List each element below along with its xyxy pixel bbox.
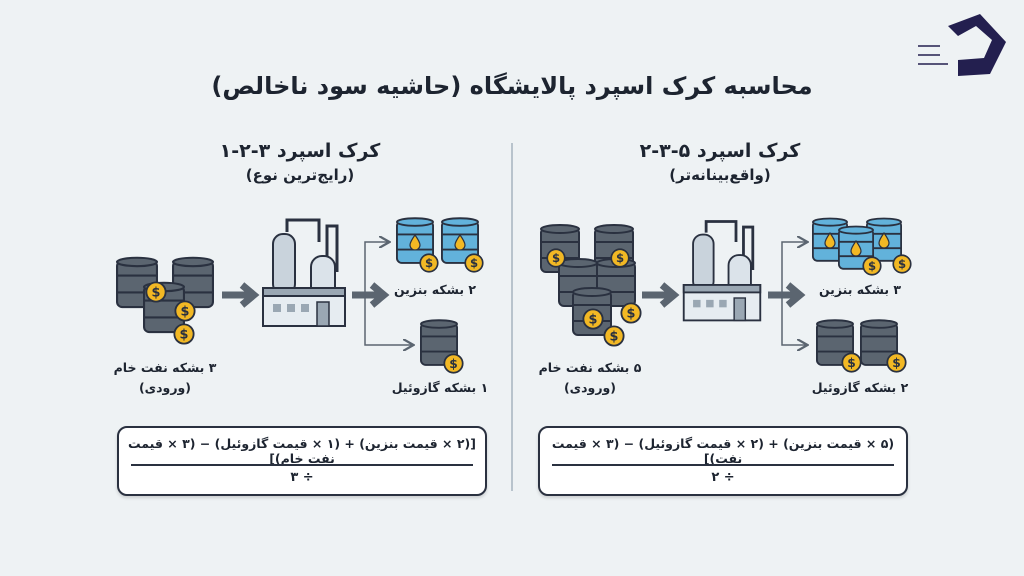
dollar-coin-icon [173, 323, 195, 345]
left-heading: کرک اسپرد ۳-۲-۱ [219, 140, 381, 162]
fraction-line [131, 464, 473, 466]
dollar-coin-icon [603, 325, 625, 347]
arrow-right-icon [222, 282, 260, 308]
branch-arrow-icon [364, 242, 388, 295]
left-gasoline-barrels [396, 217, 484, 273]
refinery-icon [682, 220, 762, 322]
panel-divider [511, 143, 513, 491]
dollar-coin-icon [620, 302, 642, 324]
dollar-coin-icon [582, 308, 604, 330]
arrow-right-icon [352, 282, 390, 308]
left-input-label: ۳ بشکه نفت خام [113, 360, 217, 375]
left-formula-numerator: [(۲ × قیمت بنزین) + (۱ × قیمت گازوئیل) −… [128, 436, 476, 466]
left-formula-denominator: ÷ ۳ [290, 470, 314, 485]
left-formula-box: [(۲ × قیمت بنزین) + (۱ × قیمت گازوئیل) −… [117, 426, 487, 496]
left-diesel-barrels [420, 319, 464, 374]
dollar-coin-icon [862, 256, 882, 276]
right-gasoline-barrels [812, 217, 912, 276]
right-formula-numerator: (۵ × قیمت بنزین) + (۲ × قیمت گازوئیل) − … [551, 436, 895, 466]
dollar-coin-icon [464, 253, 484, 273]
right-formula-denominator: ÷ ۲ [711, 470, 735, 485]
refinery-icon [261, 218, 347, 328]
right-heading: کرک اسپرد ۵-۳-۲ [639, 140, 801, 162]
dollar-coin-icon [610, 248, 630, 268]
left-input-note: (ورودی) [138, 380, 192, 395]
arrow-right-icon [642, 282, 680, 308]
left-gasoline-label: ۲ بشکه بنزین [393, 282, 477, 297]
dollar-coin-icon [546, 248, 566, 268]
branch-arrow-icon [781, 242, 806, 295]
left-diesel-label: ۱ بشکه گازوئیل [391, 380, 489, 395]
right-diesel-label: ۲ بشکه گازوئیل [811, 380, 909, 395]
left-input-barrels [116, 256, 214, 345]
right-diesel-barrels [816, 319, 907, 373]
page-title: محاسبه کرک اسپرد پالایشگاه (حاشیه سود نا… [211, 72, 813, 100]
dollar-coin-icon [145, 281, 167, 303]
dollar-coin-icon [892, 254, 912, 274]
branch-arrow-icon [781, 295, 806, 345]
right-gasoline-label: ۳ بشکه بنزین [818, 282, 902, 297]
right-formula-box: (۵ × قیمت بنزین) + (۲ × قیمت گازوئیل) − … [538, 426, 908, 496]
dollar-coin-icon [419, 253, 439, 273]
dollar-coin-icon [886, 352, 907, 373]
right-input-barrels [540, 223, 642, 347]
left-subheading: (رایج‌ترین نوع) [245, 166, 355, 184]
right-subheading: (واقع‌بینانه‌تر) [669, 166, 771, 184]
branch-arrow-icon [364, 295, 412, 345]
logo [918, 14, 1006, 76]
fraction-line [552, 464, 894, 466]
right-input-label: ۵ بشکه نفت خام [538, 360, 642, 375]
right-input-note: (ورودی) [563, 380, 617, 395]
dollar-coin-icon [174, 300, 196, 322]
arrow-right-icon [768, 282, 806, 308]
dollar-coin-icon [443, 353, 464, 374]
dollar-coin-icon [841, 352, 862, 373]
